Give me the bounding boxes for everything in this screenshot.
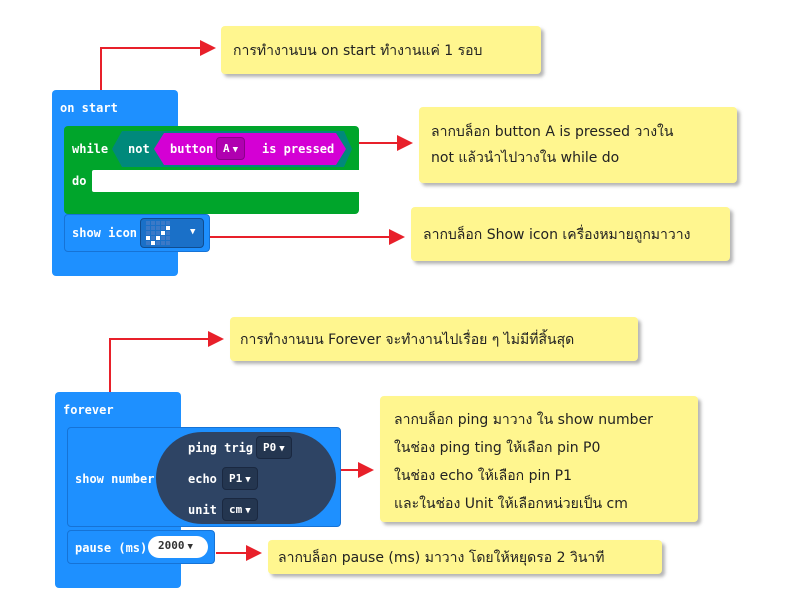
arrow-on-start bbox=[100, 40, 216, 92]
pause-label: pause (ms) bbox=[75, 541, 148, 555]
button-label: button bbox=[170, 142, 214, 156]
arrow-forever bbox=[109, 331, 224, 392]
note-show-icon: ลากบล็อก Show icon เครื่องหมายถูกมาวาง bbox=[411, 207, 730, 261]
show-icon-label: show icon bbox=[72, 226, 138, 240]
on-start-label: on start bbox=[60, 101, 118, 115]
trig-pin-value: P0 bbox=[263, 441, 277, 454]
trig-pin-select[interactable]: P0▼ bbox=[256, 436, 292, 459]
checkmark-icon bbox=[146, 221, 170, 245]
icon-select[interactable]: ▼ bbox=[140, 218, 204, 248]
chevron-down-icon: ▼ bbox=[245, 506, 251, 516]
unit-select[interactable]: cm▼ bbox=[222, 498, 258, 521]
chevron-down-icon: ▼ bbox=[190, 227, 196, 237]
chevron-down-icon: ▼ bbox=[187, 542, 193, 552]
forever-label: forever bbox=[63, 403, 114, 417]
do-label: do bbox=[72, 174, 87, 188]
echo-label: echo bbox=[188, 472, 217, 486]
unit-value: cm bbox=[229, 503, 243, 516]
pause-value: 2000 bbox=[158, 539, 185, 552]
echo-pin-value: P1 bbox=[229, 472, 243, 485]
note-forever: การทำงานบน Forever จะทำงานไปเรื่อย ๆ ไม่… bbox=[230, 317, 638, 361]
while-label: while bbox=[72, 142, 109, 156]
note-button: ลากบล็อก button A is pressed วางใน not แ… bbox=[419, 107, 737, 183]
echo-pin-select[interactable]: P1▼ bbox=[222, 467, 258, 490]
show-number-label: show number bbox=[75, 472, 155, 486]
note-on-start: การทำงานบน on start ทำงานแค่ 1 รอบ bbox=[221, 26, 541, 74]
chevron-down-icon: ▼ bbox=[232, 145, 239, 155]
chevron-down-icon: ▼ bbox=[245, 475, 251, 485]
is-pressed-label: is pressed bbox=[262, 142, 335, 156]
pause-value-field[interactable]: 2000▼ bbox=[148, 536, 208, 558]
not-label: not bbox=[128, 142, 150, 156]
chevron-down-icon: ▼ bbox=[279, 444, 285, 454]
note-ping: ลากบล็อก ping มาวาง ใน show number ในช่อ… bbox=[380, 396, 698, 522]
button-select[interactable]: A▼ bbox=[216, 137, 246, 160]
button-select-value: A bbox=[223, 142, 230, 155]
note-pause: ลากบล็อก pause (ms) มาวาง โดยให้หยุดรอ 2… bbox=[268, 540, 662, 574]
unit-label: unit bbox=[188, 503, 217, 517]
while-do-slot bbox=[92, 170, 359, 192]
ping-trig-label: ping trig bbox=[188, 441, 254, 455]
